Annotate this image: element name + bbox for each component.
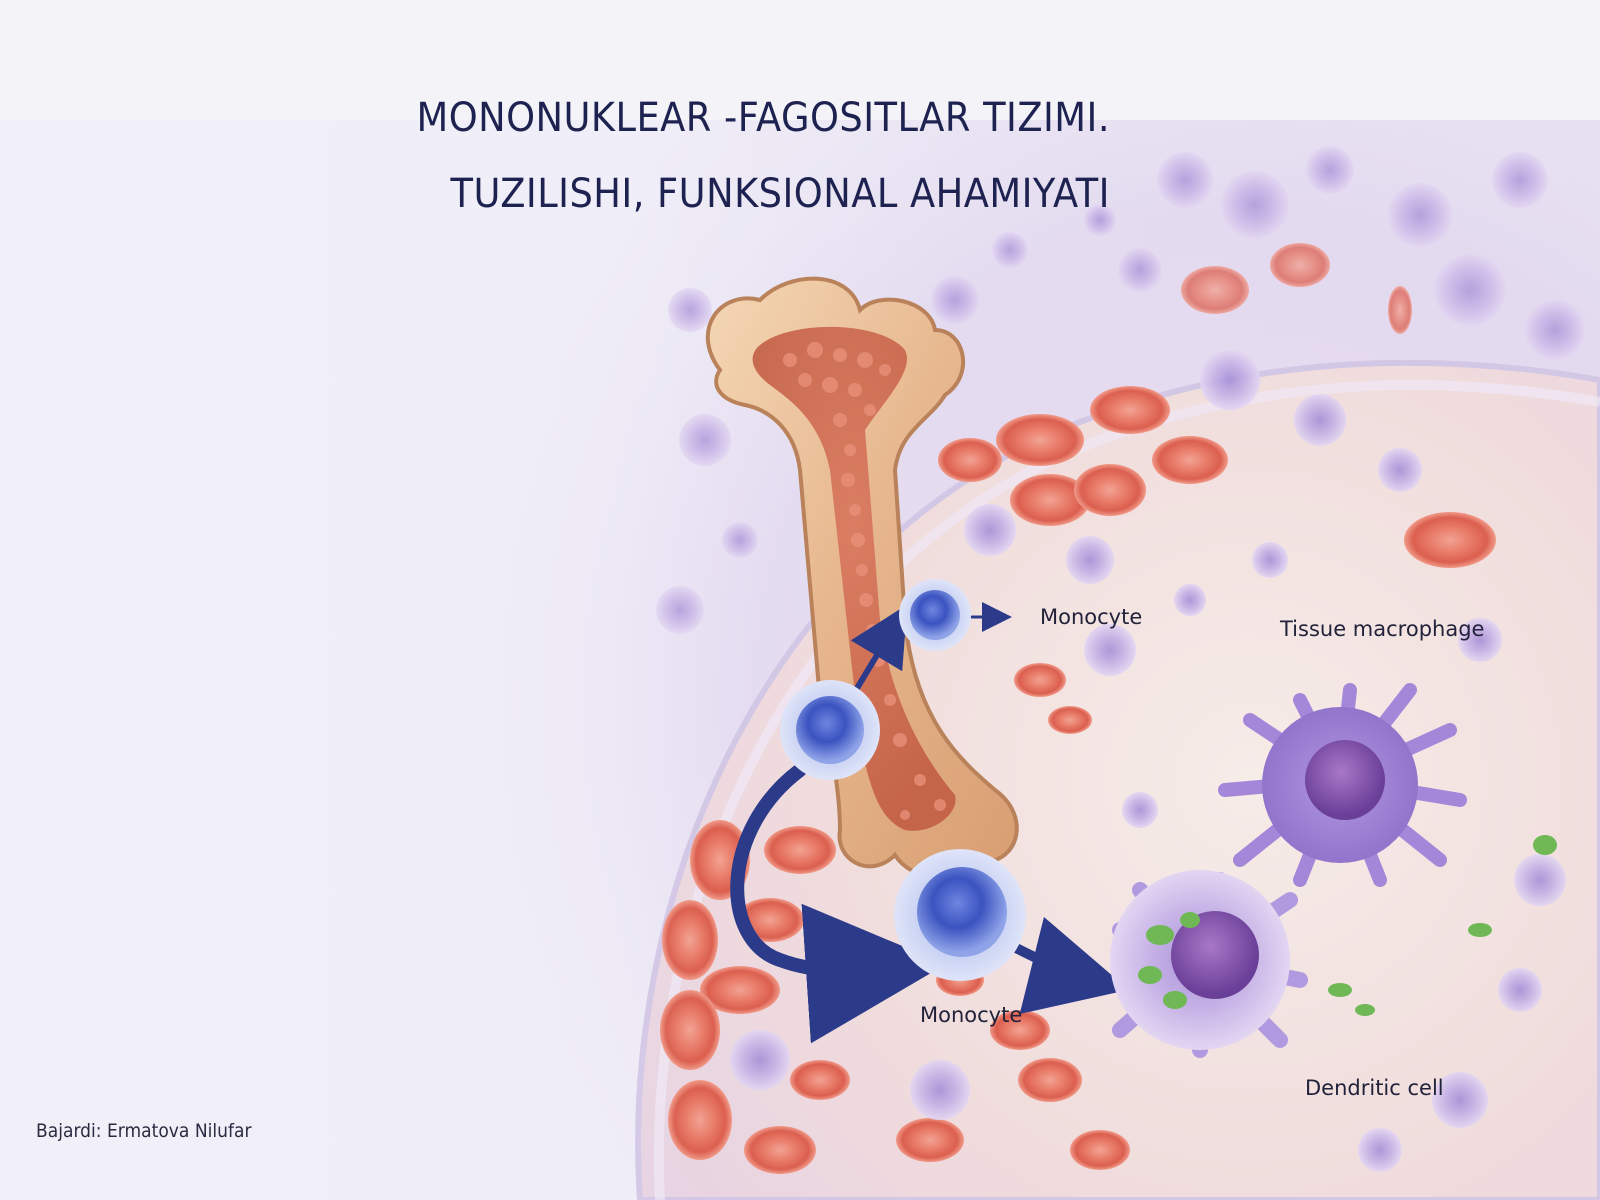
title-line-1: MONONUKLEAR -FAGOSITLAR TIZIMI. [416,95,1110,141]
differentiation-arrows [730,602,1129,1044]
arrow-curve [730,763,946,1044]
dendritic-cell [1110,835,1557,1058]
monocyte-top-cell [899,579,971,651]
title-line-2: TUZILISHI, FUNKSIONAL AHAMIYATI [450,171,1111,217]
label-tissue-macrophage: Tissue macrophage [1279,617,1484,641]
title-band [0,0,1600,120]
author-credit: Bajardi: Ermatova Nilufar [36,1120,252,1142]
arrow-to-top-monocyte [847,604,908,703]
label-monocyte-bottom: Monocyte [920,1003,1022,1027]
label-monocyte-top: Monocyte [1040,605,1142,629]
label-dendritic-cell: Dendritic cell [1305,1076,1444,1100]
slide-title: MONONUKLEAR -FAGOSITLAR TIZIMI. TUZILISH… [89,80,1110,232]
red-blood-cells [660,386,1496,1174]
monocyte-bottom-cell [894,849,1026,981]
monocyte-marrow-cell [780,680,880,780]
arrow-to-dendritic [1005,916,1129,1014]
tissue-macrophage-cell [1218,683,1467,887]
white-cells [730,350,1566,1172]
